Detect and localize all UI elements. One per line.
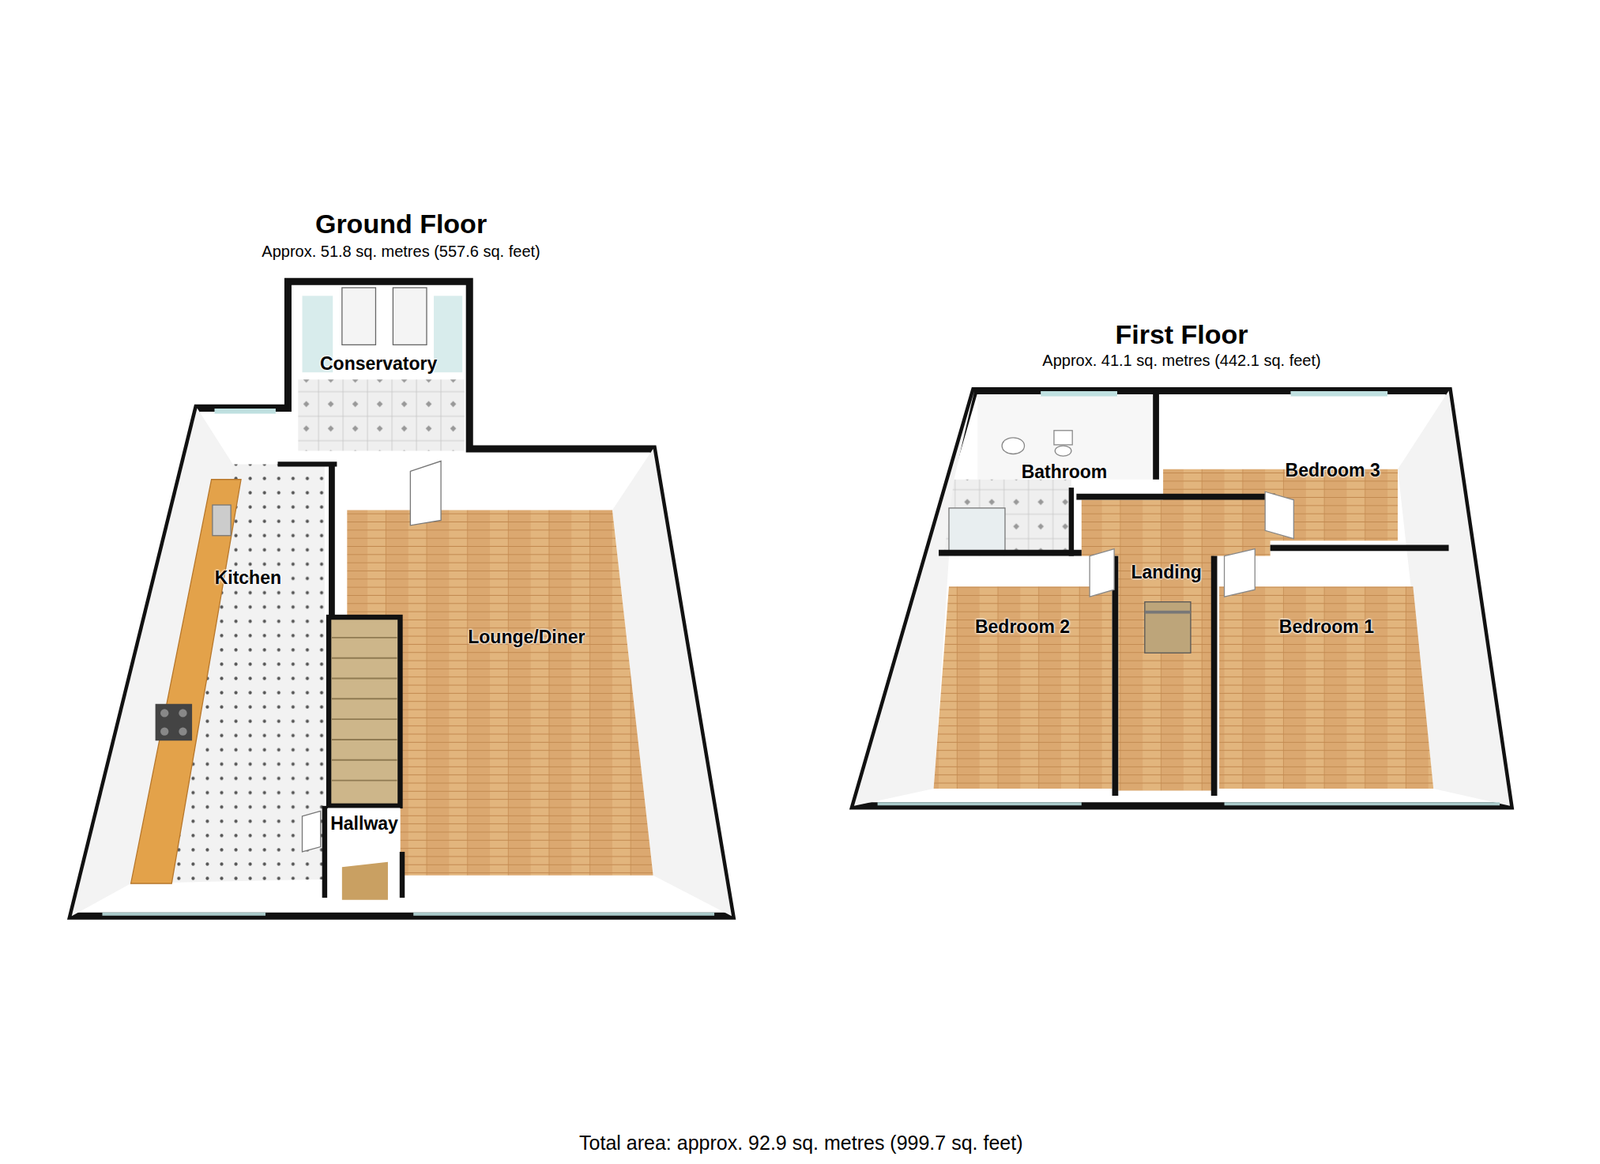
room-label: Hallway bbox=[330, 813, 399, 834]
room-area: Conservatory bbox=[296, 346, 465, 449]
sink bbox=[212, 504, 231, 536]
wall bbox=[938, 549, 1082, 557]
room-label: Bathroom bbox=[1021, 460, 1108, 482]
wall bbox=[1152, 390, 1160, 479]
toilet bbox=[1054, 430, 1073, 445]
hob-ring bbox=[178, 726, 187, 735]
window bbox=[1290, 391, 1388, 396]
total-area-caption: Total area: approx. 92.9 sq. metres (999… bbox=[579, 1131, 1023, 1155]
floor-heading: Ground Floor bbox=[315, 209, 487, 241]
door-step bbox=[342, 862, 388, 900]
room-area: Kitchen bbox=[132, 469, 327, 883]
step bbox=[331, 718, 398, 720]
wall bbox=[399, 851, 405, 898]
wall bbox=[1069, 487, 1074, 556]
shower bbox=[948, 508, 1006, 551]
room-area: Bedroom 2 bbox=[875, 556, 1113, 791]
door bbox=[1224, 549, 1256, 598]
french-door bbox=[392, 287, 427, 345]
step bbox=[331, 697, 398, 700]
step bbox=[331, 738, 398, 741]
staircase bbox=[328, 617, 400, 806]
worktop bbox=[131, 479, 241, 884]
floor-area: Approx. 51.8 sq. metres (557.6 sq. feet) bbox=[261, 241, 540, 260]
step bbox=[331, 677, 398, 680]
stair-steps bbox=[331, 637, 398, 781]
wall bbox=[1211, 556, 1218, 796]
conservatory-wall bbox=[297, 287, 464, 380]
window bbox=[101, 912, 266, 916]
bedroom1-floor bbox=[1219, 586, 1434, 789]
step bbox=[331, 759, 398, 761]
room-label: Landing bbox=[1130, 561, 1201, 583]
window bbox=[413, 912, 715, 916]
stair-opening bbox=[1144, 602, 1191, 654]
window bbox=[877, 801, 1082, 806]
floor-area: Approx. 41.1 sq. metres (442.1 sq. feet) bbox=[1042, 350, 1321, 369]
room-area: Hallway bbox=[324, 805, 403, 898]
wall bbox=[1270, 544, 1450, 551]
room-area: Landing bbox=[1122, 500, 1210, 791]
hob-ring bbox=[160, 708, 169, 717]
room-label: Conservatory bbox=[320, 353, 437, 374]
french-door bbox=[342, 287, 377, 345]
wall bbox=[278, 461, 338, 467]
door bbox=[1264, 491, 1294, 539]
bedroom2-floor bbox=[933, 586, 1113, 789]
wall bbox=[328, 463, 336, 618]
step bbox=[331, 657, 398, 659]
window bbox=[1224, 801, 1501, 806]
glass-pane bbox=[433, 295, 463, 373]
ground-outer-wall bbox=[71, 281, 732, 916]
room-area: Bathroom bbox=[938, 402, 1113, 557]
step bbox=[331, 779, 398, 782]
room-area: Bedroom 3 bbox=[1163, 448, 1398, 541]
room-label: Lounge/Diner bbox=[467, 626, 585, 648]
door bbox=[1089, 549, 1115, 598]
toilet-bowl bbox=[1054, 445, 1072, 456]
floor-plan: First FloorApprox. 41.1 sq. metres (442.… bbox=[847, 316, 1521, 811]
conservatory-floor bbox=[297, 379, 464, 451]
room-area: Bedroom 1 bbox=[1219, 556, 1434, 791]
hob bbox=[155, 704, 192, 741]
bathroom-floor bbox=[944, 479, 1072, 557]
room-label: Kitchen bbox=[214, 567, 282, 588]
room-label: Bedroom 2 bbox=[975, 616, 1070, 637]
window bbox=[214, 408, 275, 414]
door bbox=[410, 461, 441, 526]
wall bbox=[1076, 493, 1276, 501]
room-label: Bedroom 1 bbox=[1279, 616, 1375, 637]
floor-plan: Ground FloorApprox. 51.8 sq. metres (557… bbox=[60, 203, 745, 929]
hob-ring bbox=[160, 726, 169, 735]
step bbox=[331, 636, 398, 639]
room-label: Bedroom 3 bbox=[1285, 459, 1381, 481]
banister bbox=[1144, 610, 1191, 614]
wall bbox=[1112, 556, 1119, 796]
hob-ring bbox=[178, 708, 187, 717]
basin bbox=[1001, 437, 1024, 455]
window bbox=[1040, 391, 1118, 396]
first-outer-wall bbox=[854, 390, 1510, 806]
wall bbox=[322, 805, 328, 898]
floor-heading: First Floor bbox=[1114, 319, 1248, 351]
kitchen-floor bbox=[131, 463, 325, 884]
door bbox=[302, 810, 321, 852]
